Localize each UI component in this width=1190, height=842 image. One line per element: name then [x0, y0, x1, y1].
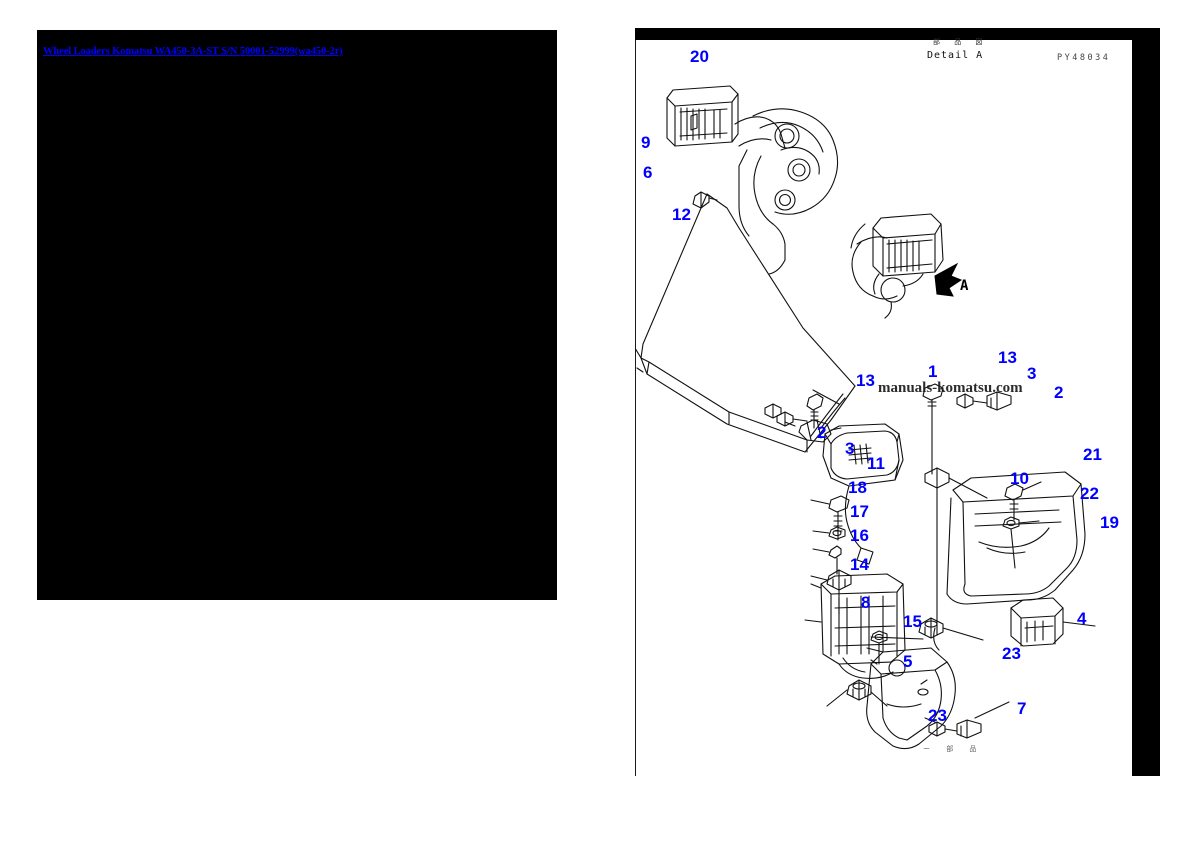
section-arrow-label: A	[960, 278, 969, 294]
callout-11[interactable]: 11	[867, 454, 885, 473]
callout-18[interactable]: 18	[848, 478, 867, 497]
callout-23-lower[interactable]: 23	[928, 706, 947, 725]
diagram-right-border	[1132, 28, 1160, 776]
callout-6[interactable]: 6	[643, 163, 653, 182]
detail-a-label: Detail A	[927, 50, 984, 61]
drawing-code-label: PY48034	[1057, 53, 1111, 63]
diagram-left-border	[635, 28, 636, 776]
callout-16[interactable]: 16	[850, 526, 869, 545]
callout-2-left[interactable]: 2	[817, 423, 827, 442]
section-arrow-icon	[934, 262, 963, 297]
callout-4[interactable]: 4	[1077, 609, 1087, 628]
callout-3-right[interactable]: 3	[1027, 364, 1037, 383]
callout-3-left[interactable]: 3	[845, 439, 855, 458]
callout-22[interactable]: 22	[1080, 484, 1099, 503]
callout-23-upper[interactable]: 23	[1002, 644, 1021, 663]
image-placeholder-panel: Wheel Loaders Komatsu WA450-3A-ST S/N 50…	[37, 30, 557, 600]
catalog-title-link[interactable]: Wheel Loaders Komatsu WA450-3A-ST S/N 50…	[43, 46, 343, 57]
callout-12[interactable]: 12	[672, 205, 691, 224]
diagram-header-cjk: 部 品 図	[933, 38, 988, 46]
callout-8[interactable]: 8	[861, 593, 871, 612]
callout-21[interactable]: 21	[1083, 445, 1102, 464]
callout-1[interactable]: 1	[928, 362, 938, 381]
diagram-line-art	[635, 28, 1160, 776]
callout-9[interactable]: 9	[641, 133, 651, 152]
callout-10[interactable]: 10	[1010, 469, 1029, 488]
callout-7[interactable]: 7	[1017, 699, 1027, 718]
callout-15[interactable]: 15	[903, 612, 922, 631]
callout-14[interactable]: 14	[850, 555, 869, 574]
callout-13-upper-right[interactable]: 13	[998, 348, 1017, 367]
callout-17[interactable]: 17	[850, 502, 869, 521]
callout-2-right[interactable]: 2	[1054, 383, 1064, 402]
callout-19[interactable]: 19	[1100, 513, 1119, 532]
diagram-footer-cjk: ー 部 品	[923, 745, 983, 753]
callout-20[interactable]: 20	[690, 47, 709, 66]
callout-5[interactable]: 5	[903, 652, 913, 671]
callout-13-left[interactable]: 13	[856, 371, 875, 390]
parts-diagram-panel: 部 品 図 Detail A PY48034 ー 部 品 A manuals-k…	[635, 28, 1160, 776]
diagram-top-border	[635, 28, 1160, 40]
